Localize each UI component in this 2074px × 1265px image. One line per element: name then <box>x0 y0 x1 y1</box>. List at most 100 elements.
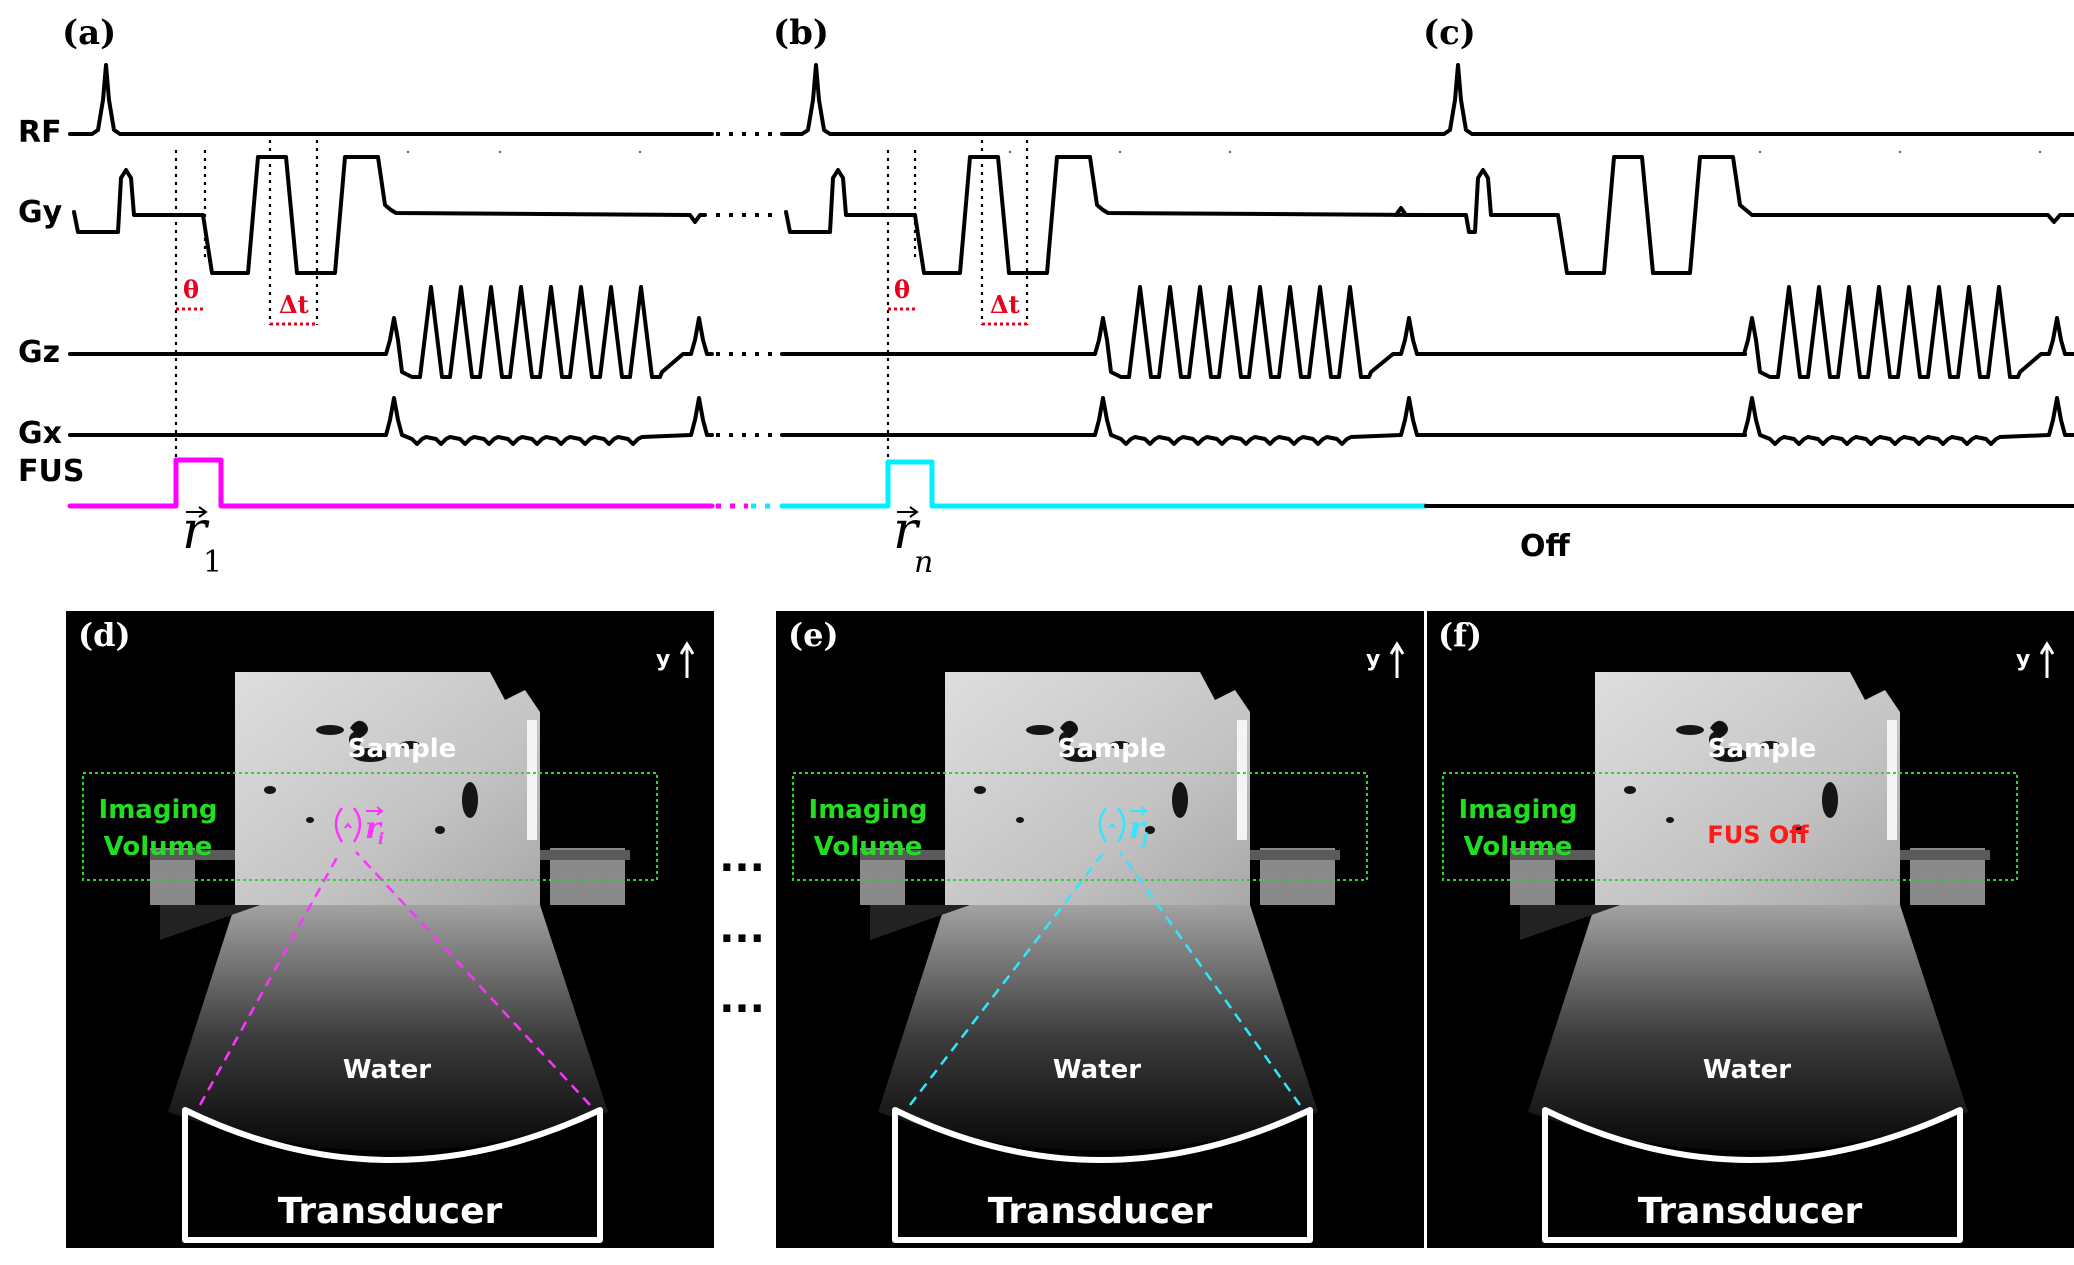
beam-line-left <box>909 851 1105 1106</box>
row-label-rf: RF <box>18 115 62 150</box>
transducer-label: Transducer <box>1638 1191 1863 1232</box>
focal-spot-center <box>344 822 352 829</box>
sample-inclusion <box>350 720 368 738</box>
panel-label-a: (a) <box>62 13 116 53</box>
sample-inclusion <box>1060 720 1078 738</box>
focal-spot-right <box>1116 807 1126 843</box>
row-label-fus: FUS <box>18 454 84 489</box>
focus-vector-arrowhead <box>1140 806 1148 816</box>
imaging-volume-label-line2: Volume <box>1464 832 1573 862</box>
sample-label: Sample <box>1058 734 1167 764</box>
sample-inclusion <box>400 741 420 749</box>
sample-label: Sample <box>348 734 457 764</box>
panel-label-f: (f) <box>1438 616 1482 654</box>
sample-inclusion <box>316 725 344 735</box>
fus-off-indicator: FUS Off <box>1707 821 1809 849</box>
tick-dot <box>1758 150 1762 154</box>
focal-spot-center <box>1108 822 1116 829</box>
sample-inclusion <box>1062 748 1098 762</box>
panel-label-c: (c) <box>1423 13 1476 53</box>
gy-trace-a <box>72 155 707 275</box>
sample-inclusion <box>1666 817 1674 823</box>
tick-dot <box>406 150 410 154</box>
sample-edge <box>1237 720 1247 840</box>
fus-trace-a <box>67 457 715 509</box>
focus-vector-label: r <box>365 811 383 846</box>
focus-vector-subscript: j <box>1139 829 1148 848</box>
focus-vector-label: r <box>1129 811 1147 846</box>
imaging-volume-box <box>792 772 1368 881</box>
focus-position-label-rn: r n <box>893 501 933 580</box>
transducer-outline <box>1542 1107 1963 1243</box>
fus-trace-b <box>779 459 1429 509</box>
transducer-outline <box>892 1107 1313 1243</box>
gy-trace-b <box>784 155 1428 275</box>
rf-trace-c <box>1424 63 2074 136</box>
beam-line-right <box>355 851 591 1106</box>
image-gap-ellipsis: ··· <box>719 845 765 891</box>
pulse-sequence-diagram: (a) (b) (c) RF Gy Gz Gx FUS <box>18 13 2074 580</box>
sample-edge <box>527 720 537 840</box>
sample-inclusion <box>1016 817 1024 823</box>
panel-label-d: (d) <box>78 616 131 654</box>
y-axis-label: y <box>1366 647 1380 672</box>
gx-trace-a <box>68 396 714 446</box>
gy-trace-c <box>1424 155 2074 275</box>
focus-vector-subscript: i <box>378 829 384 848</box>
imaging-volume-box <box>82 772 658 881</box>
imaging-volume-box <box>1442 772 2018 881</box>
gz-waveform <box>68 285 2074 379</box>
sample-inclusion <box>1822 782 1838 818</box>
sample-inclusion <box>352 748 388 762</box>
imaging-volume-label-line1: Imaging <box>99 795 218 825</box>
water-region <box>878 905 1318 1151</box>
focal-spot-right <box>352 807 362 843</box>
beam-line-left <box>198 851 342 1106</box>
image-gap-ellipsis: ··· <box>719 986 765 1032</box>
timing-guides <box>174 140 1029 460</box>
sample-inclusion <box>1795 826 1805 834</box>
sample-inclusion <box>1172 782 1188 818</box>
rn-arrowhead <box>909 506 919 518</box>
gy-trace-b-tail <box>1394 206 1428 217</box>
focus-position-label-r1: r 1 <box>182 501 222 580</box>
gx-trace-b <box>780 396 1428 446</box>
row-label-gz: Gz <box>18 335 60 370</box>
tick-dot <box>2038 150 2042 154</box>
sample-inclusion <box>1676 725 1704 735</box>
y-axis-label: y <box>2016 647 2030 672</box>
beam-line-right <box>1118 851 1302 1106</box>
water-region <box>1528 905 1968 1151</box>
side-shadow-left <box>160 905 260 940</box>
rf-trace-a <box>68 63 714 136</box>
row-label-gx: Gx <box>18 416 62 451</box>
sample-inclusion <box>264 786 276 794</box>
theta-label-b: θ <box>894 275 910 304</box>
gz-trace-b <box>780 285 1428 379</box>
y-axis-arrowhead <box>2039 641 2055 655</box>
y-axis-arrowhead <box>1389 641 1405 655</box>
rf-trace-b <box>780 63 1428 136</box>
tick-dot <box>1898 150 1902 154</box>
side-shadow-left <box>1520 905 1620 940</box>
r1-arrowhead <box>198 506 208 518</box>
sample-inclusion <box>1760 741 1780 749</box>
imaging-volume-label-line1: Imaging <box>1459 795 1578 825</box>
transducer-label: Transducer <box>988 1191 1213 1232</box>
gz-trace-c <box>1742 285 2074 379</box>
fus-waveform <box>67 457 2074 509</box>
water-region <box>168 905 608 1151</box>
fus-off-label: Off <box>1520 529 1571 564</box>
focal-spot-left <box>334 807 344 843</box>
sample-inclusion <box>1110 741 1130 749</box>
focus-vector-arrowhead <box>376 806 384 816</box>
water-label: Water <box>1703 1055 1791 1085</box>
tick-dot <box>638 150 642 154</box>
sequence-ellipses <box>716 132 778 509</box>
sample-inclusion <box>1710 720 1728 738</box>
tick-dot <box>1118 150 1122 154</box>
sample-inclusion <box>1145 826 1155 834</box>
